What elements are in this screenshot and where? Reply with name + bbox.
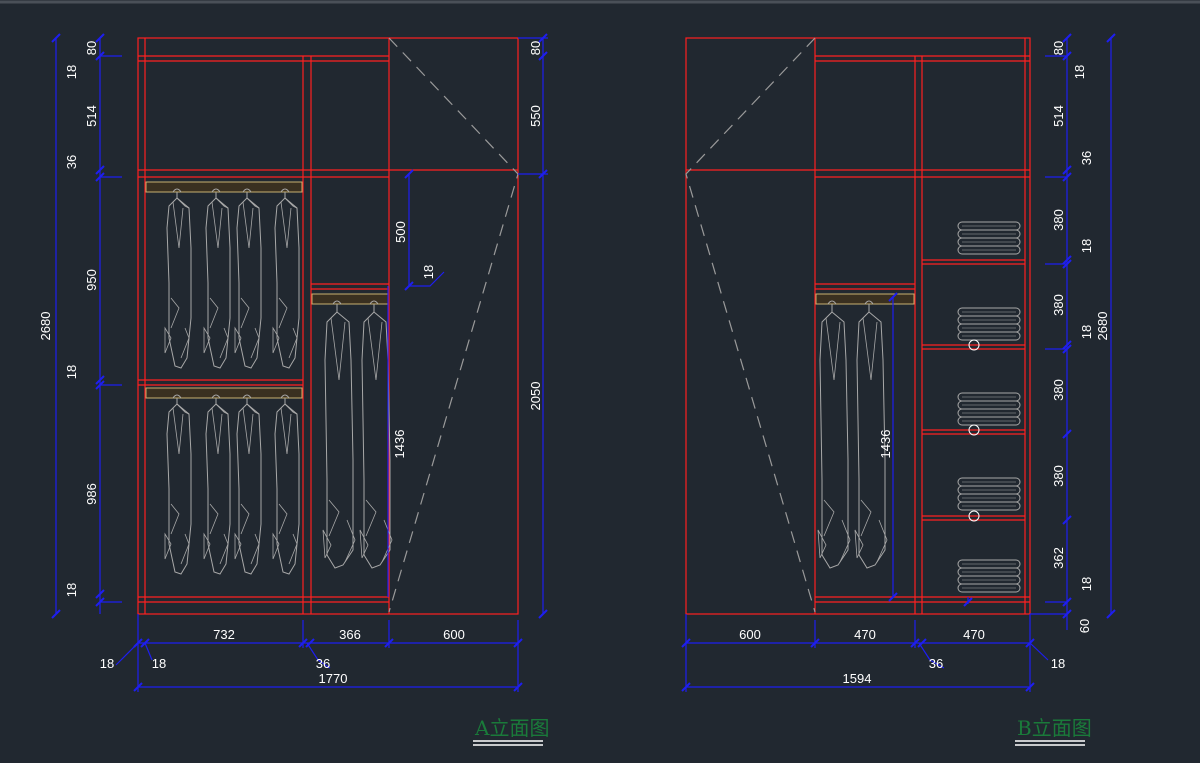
view-a-dim-width: 366 — [339, 627, 361, 642]
view-a-left-dim-labels: 2680 80 18 514 36 950 18 986 18 — [38, 41, 99, 597]
view-b-rod — [815, 293, 915, 305]
view-b-dim-seg: 514 — [1051, 105, 1066, 127]
view-a-left-dim-ticks — [51, 33, 105, 619]
view-b-dim-seg: 18 — [1079, 239, 1094, 253]
view-a-cabinet — [137, 37, 519, 615]
view-b-right-dim-labels: 2680 80 18 514 36 380 18 380 18 380 380 … — [1051, 41, 1110, 633]
view-b-drawer-knobs — [968, 339, 980, 522]
view-b-dim-width: 470 — [963, 627, 985, 642]
view-a-dim-width: 600 — [443, 627, 465, 642]
view-a-dim-total-width: 1770 — [319, 671, 348, 686]
view-a-dim-shelf-gap: 500 — [393, 221, 408, 243]
view-b-dim-seg: 36 — [1079, 151, 1094, 165]
view-b-dim-seg: 80 — [1051, 41, 1066, 55]
view-b-dim-board: 36 — [929, 656, 943, 671]
view-b-cabinet — [685, 37, 1031, 615]
view-a-title: A立面图 — [474, 716, 549, 740]
view-a-dim-seg: 80 — [84, 41, 99, 55]
view-b-title-underline — [1015, 740, 1085, 746]
view-b-dim-seg: 18 — [1079, 577, 1094, 591]
view-b-title: B立面图 — [1017, 716, 1092, 740]
view-a-dim-board: 18 — [100, 656, 114, 671]
view-b-dim-seg: 380 — [1051, 294, 1066, 316]
view-a-dim-board: 36 — [316, 656, 330, 671]
view-a-outer-frame — [137, 37, 519, 615]
view-a-bottom-dim-labels: 732 366 600 18 18 36 1770 — [100, 627, 465, 686]
view-a-dim-width: 732 — [213, 627, 235, 642]
view-b-dim-total-height: 2680 — [1095, 312, 1110, 341]
view-a-dim-shelf-thickness: 18 — [421, 265, 436, 279]
view-a-rods — [145, 181, 389, 399]
view-a-door-swing — [388, 37, 519, 613]
view-b-garments — [817, 300, 888, 569]
view-a-dim-total-height: 2680 — [38, 312, 53, 341]
view-a-dim-seg: 18 — [64, 65, 79, 79]
view-a-dim-right-seg: 550 — [528, 105, 543, 127]
view-a-dim-seg: 18 — [64, 583, 79, 597]
view-a-dim-seg: 36 — [64, 155, 79, 169]
view-a-title-underline — [473, 740, 543, 746]
view-a-garments — [164, 188, 393, 575]
view-a-dim-seg: 986 — [84, 483, 99, 505]
view-b-dim-seg: 380 — [1051, 209, 1066, 231]
view-b-dim-seg: 60 — [1077, 619, 1092, 633]
view-a-dim-seg: 950 — [84, 269, 99, 291]
view-b-dim-hanging-height: 1436 — [878, 430, 893, 459]
view-b-dim-width: 470 — [854, 627, 876, 642]
view-a-dim-seg: 18 — [64, 365, 79, 379]
view-b-dim-board: 18 — [1051, 656, 1065, 671]
view-a-bottom-dim-chain — [115, 614, 519, 692]
view-b-dim-seg: 380 — [1051, 379, 1066, 401]
view-b-dim-width: 600 — [739, 627, 761, 642]
view-a-dim-right-seg: 80 — [528, 41, 543, 55]
view-b-dim-seg: 18 — [1079, 325, 1094, 339]
view-b-folded-clothes — [957, 221, 1021, 593]
view-b-outer-frame — [685, 37, 1031, 615]
view-b-bottom-dim-chain — [685, 614, 1049, 692]
view-a-dim-board: 18 — [152, 656, 166, 671]
view-b-bottom-dim-labels: 600 470 470 36 18 1594 — [739, 627, 1065, 686]
view-a-right-dim-labels: 80 550 2050 — [528, 41, 543, 411]
view-b-inner-dims — [892, 297, 969, 604]
view-a-inner-dims — [387, 174, 445, 597]
view-a-dim-hanging-height: 1436 — [392, 430, 407, 459]
view-a-dim-seg: 514 — [84, 105, 99, 127]
view-b-dim-total-width: 1594 — [843, 671, 872, 686]
view-a-left-dim-chain — [55, 38, 122, 614]
view-a-dim-right-seg: 2050 — [528, 382, 543, 411]
view-b-dim-seg: 18 — [1072, 65, 1087, 79]
view-b-door-swing — [685, 37, 816, 613]
view-b-dim-seg: 362 — [1051, 547, 1066, 569]
view-b-dim-seg: 380 — [1051, 465, 1066, 487]
view-b-right-dim-chain — [1030, 38, 1112, 630]
